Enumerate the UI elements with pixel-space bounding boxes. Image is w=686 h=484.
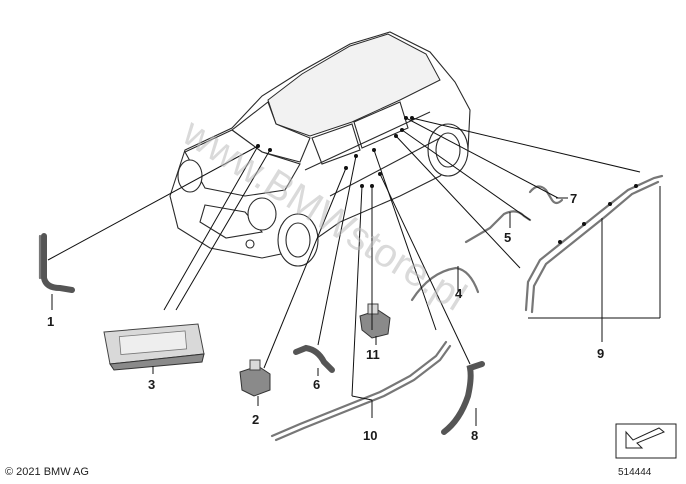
part-9-seal [524, 174, 664, 314]
callout-2: 2 [252, 412, 259, 427]
part-5-line [464, 210, 532, 244]
part-2-bracket [239, 359, 271, 397]
part-8-hose [441, 361, 485, 435]
part-10-strip [270, 340, 452, 442]
callout-3: 3 [148, 377, 155, 392]
callout-6: 6 [313, 377, 320, 392]
attachment-dots [256, 116, 414, 188]
callout-4: 4 [455, 286, 463, 301]
part-3-light-module [103, 323, 205, 371]
leader-lines [47, 117, 661, 426]
callout-11: 11 [366, 347, 380, 362]
image-number: 514444 [618, 467, 652, 478]
callout-7: 7 [570, 191, 577, 206]
callout-9: 9 [597, 346, 604, 361]
callout-10: 10 [363, 428, 377, 443]
direction-arrow-icon [615, 423, 677, 459]
part-1-hose [38, 233, 75, 293]
part-4-line [410, 266, 480, 302]
part-7-pipe [528, 185, 564, 205]
copyright-text: © 2021 BMW AG [5, 466, 89, 478]
car-illustration [169, 31, 471, 267]
callout-8: 8 [471, 428, 478, 443]
callout-1: 1 [47, 314, 54, 329]
part-6-hose [293, 344, 335, 373]
callout-5: 5 [504, 230, 511, 245]
part-11-connector [359, 303, 391, 339]
